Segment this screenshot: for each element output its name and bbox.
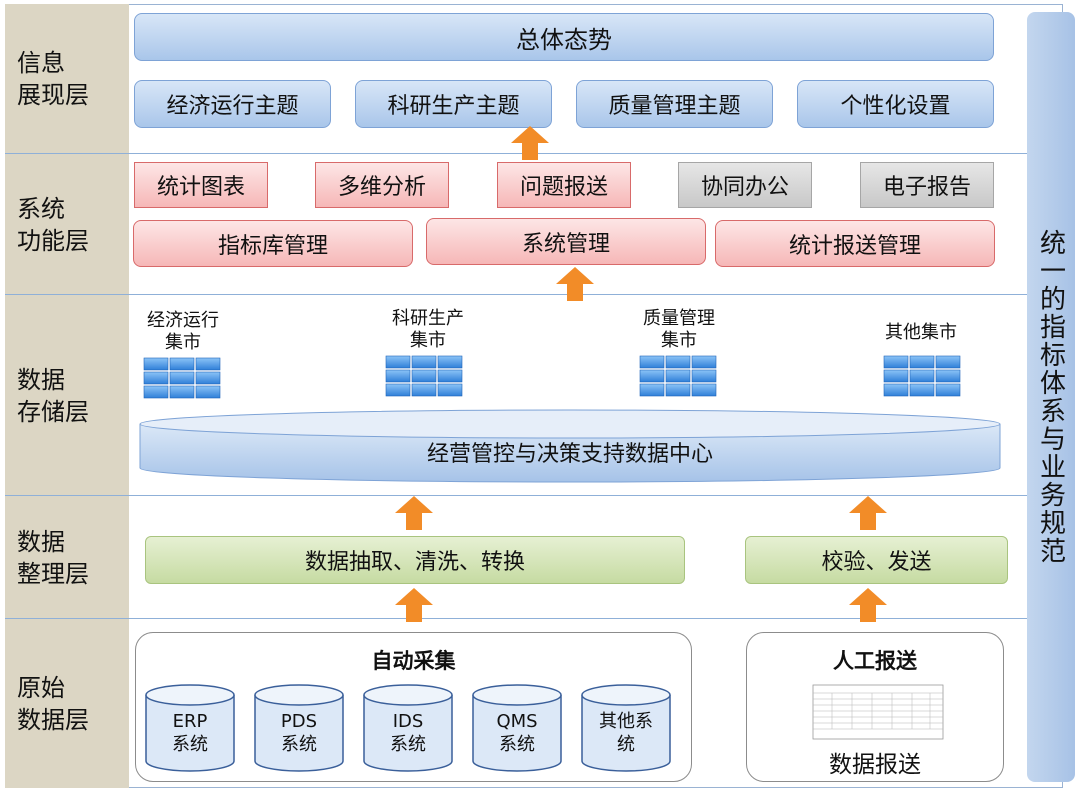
db-ids-icon xyxy=(363,684,453,772)
data-center-label: 经营管控与决策支持数据中心 xyxy=(426,442,713,467)
up-arrow-icon xyxy=(556,267,594,301)
layer-storage: 数据存储层 xyxy=(5,294,1063,496)
layer-label-raw: 原始数据层 xyxy=(5,619,129,788)
layer-info: 信息展现层 xyxy=(5,4,1063,154)
report-form-icon xyxy=(812,684,944,740)
manual-report-caption: 数据报送 xyxy=(829,752,921,778)
layer-function: 系统功能层 xyxy=(5,153,1063,295)
overall-box: 总体态势 xyxy=(134,13,994,61)
func-stat-report-mgmt: 统计报送管理 xyxy=(715,220,995,267)
mart-label-research: 科研生产集市 xyxy=(392,308,464,351)
db-qms-icon xyxy=(472,684,562,772)
db-other-label: 其他系统 xyxy=(599,711,653,755)
extract-clean-transform: 数据抽取、清洗、转换 xyxy=(145,536,685,584)
unified-spec-bar: 统一的指标体系与业务规范 xyxy=(1027,12,1075,782)
theme-economy: 经济运行主题 xyxy=(134,80,331,128)
up-arrow-icon xyxy=(849,496,887,530)
data-center-disk xyxy=(139,409,1001,483)
up-arrow-icon xyxy=(849,588,887,622)
func-index-mgmt: 指标库管理 xyxy=(133,220,413,267)
manual-report-title: 人工报送 xyxy=(833,649,917,673)
func-system-mgmt: 系统管理 xyxy=(426,218,706,265)
func-collab-office: 协同办公 xyxy=(678,162,812,208)
layer-label-storage: 数据存储层 xyxy=(5,295,129,496)
up-arrow-icon xyxy=(395,588,433,622)
layer-label-info: 信息展现层 xyxy=(5,4,129,154)
up-arrow-icon xyxy=(395,496,433,530)
layer-label-function: 系统功能层 xyxy=(5,154,129,295)
mart-cube-other xyxy=(883,355,961,397)
layer-organize: 数据整理层 xyxy=(5,495,1063,619)
auto-collect-title: 自动采集 xyxy=(371,649,456,673)
theme-research: 科研生产主题 xyxy=(355,80,552,128)
mart-cube-research xyxy=(385,355,463,397)
db-erp-icon xyxy=(145,684,235,772)
verify-send: 校验、发送 xyxy=(745,536,1008,584)
func-e-report: 电子报告 xyxy=(860,162,994,208)
up-arrow-icon xyxy=(511,126,549,160)
theme-custom: 个性化设置 xyxy=(797,80,994,128)
unified-spec-label: 统一的指标体系与业务规范 xyxy=(1035,229,1066,565)
db-other-icon xyxy=(581,684,671,772)
theme-quality: 质量管理主题 xyxy=(576,80,773,128)
mart-cube-economy xyxy=(143,357,221,399)
mart-cube-quality xyxy=(639,355,717,397)
func-issue-report: 问题报送 xyxy=(497,162,631,208)
mart-label-economy: 经济运行集市 xyxy=(147,310,219,353)
mart-label-other: 其他集市 xyxy=(885,322,957,343)
func-stat-chart: 统计图表 xyxy=(134,162,268,208)
layer-label-organize: 数据整理层 xyxy=(5,496,129,619)
db-pds-icon xyxy=(254,684,344,772)
mart-label-quality: 质量管理集市 xyxy=(643,308,715,351)
func-multi-analysis: 多维分析 xyxy=(315,162,449,208)
layer-raw: 原始数据层 xyxy=(5,618,1063,788)
